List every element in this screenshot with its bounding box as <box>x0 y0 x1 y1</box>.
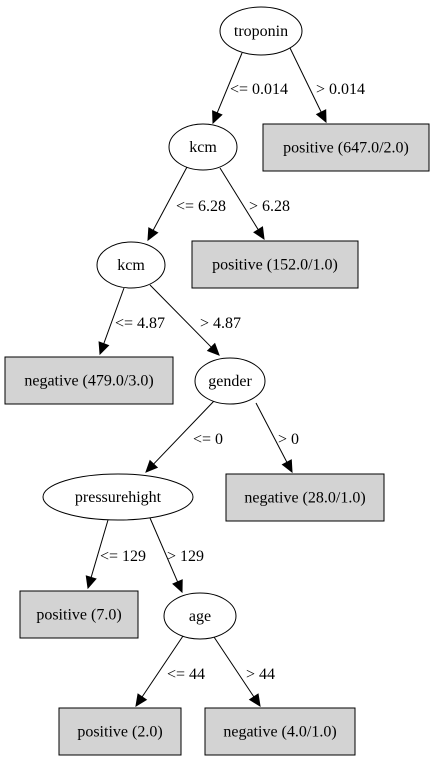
leaf-node-n_leaf_pos_152: positive (152.0/1.0) <box>191 240 359 289</box>
edge-label: <= 6.28 <box>176 198 226 215</box>
edge-e_kcm1_gt: > 6.28 <box>219 167 290 241</box>
edge-label: <= 129 <box>100 548 146 565</box>
leaf-node-n_leaf_pos_7: positive (7.0) <box>19 590 139 639</box>
edge-label: > 0.014 <box>316 81 365 98</box>
leaf-node-n_leaf_neg_28: negative (28.0/1.0) <box>225 473 385 522</box>
leaf-node-box <box>19 590 139 639</box>
edge-line <box>103 287 125 344</box>
leaf-node-label: negative (4.0/1.0) <box>223 724 336 741</box>
leaf-node-label: positive (2.0) <box>77 724 162 741</box>
edge-line <box>216 52 243 114</box>
edge-line <box>289 47 322 113</box>
leaf-node-n_leaf_pos_647: positive (647.0/2.0) <box>262 123 430 172</box>
arrow-head <box>135 693 148 707</box>
edge-line <box>141 635 184 698</box>
leaf-node-label: negative (479.0/3.0) <box>24 373 153 390</box>
edge-e_gender_gt: > 0 <box>255 402 299 474</box>
edge-e_troponin_le: <= 0.014 <box>212 52 288 125</box>
split-node-n_kcm2: kcm <box>96 241 166 289</box>
leaf-node-box <box>262 123 430 172</box>
edge-label: <= 0 <box>193 431 223 448</box>
edge-e_pressure_gt: > 129 <box>149 517 204 594</box>
edge-label: > 129 <box>167 548 204 565</box>
arrow-head <box>147 227 159 242</box>
split-node-ellipse <box>163 592 237 640</box>
split-node-label: troponin <box>234 23 288 40</box>
edge-line <box>213 636 255 698</box>
split-node-n_gender: gender <box>194 357 266 405</box>
edge-line <box>255 402 288 463</box>
edge-e_pressure_le: <= 129 <box>85 519 146 590</box>
leaf-node-label: negative (28.0/1.0) <box>244 490 365 507</box>
edge-e_kcm2_gt: > 4.87 <box>149 284 241 356</box>
arrow-head <box>281 459 293 474</box>
edge-e_troponin_gt: > 0.014 <box>289 47 365 124</box>
edge-label: <= 0.014 <box>230 81 288 98</box>
edge-line <box>219 167 259 230</box>
edge-label: <= 44 <box>167 666 205 683</box>
leaf-node-n_leaf_pos_2: positive (2.0) <box>58 707 182 756</box>
split-node-n_pressure: pressurehight <box>42 473 194 521</box>
leaf-node-n_leaf_neg_4: negative (4.0/1.0) <box>204 707 356 756</box>
edge-line <box>149 284 212 348</box>
arrow-head <box>85 575 97 590</box>
edge-label: > 4.87 <box>200 315 241 332</box>
edge-line <box>153 400 215 465</box>
split-node-label: gender <box>208 373 252 390</box>
leaf-node-box <box>225 473 385 522</box>
leaf-node-box <box>204 707 356 756</box>
split-node-ellipse <box>42 473 194 521</box>
edge-e_age_le: <= 44 <box>135 635 205 707</box>
split-node-label: kcm <box>189 139 217 156</box>
edge-e_kcm1_le: <= 6.28 <box>147 166 226 242</box>
edge-line <box>152 166 188 231</box>
split-node-label: pressurehight <box>75 489 162 506</box>
nodes-layer: troponin kcm positive (647.0/2.0) kcm positi… <box>4 6 430 756</box>
leaf-node-box <box>191 240 359 289</box>
edges-layer: <= 0.014 > 0.014 <= 6.28 > 6.28 <= 4.87 > 4.8… <box>85 47 365 708</box>
edge-label: > 6.28 <box>249 198 290 215</box>
arrow-head <box>253 226 265 241</box>
edge-e_kcm2_le: <= 4.87 <box>98 287 165 356</box>
split-node-ellipse <box>194 357 266 405</box>
arrow-head <box>248 693 261 708</box>
leaf-node-box <box>58 707 182 756</box>
split-node-label: kcm <box>117 257 145 274</box>
arrow-head <box>145 459 159 473</box>
arrow-head <box>98 341 110 356</box>
arrow-head <box>212 110 223 125</box>
edge-e_age_gt: > 44 <box>213 636 275 708</box>
split-node-label: age <box>189 608 211 625</box>
arrow-head <box>206 342 220 356</box>
arrow-head <box>315 109 327 124</box>
leaf-node-label: positive (152.0/1.0) <box>212 257 338 274</box>
split-node-n_troponin: troponin <box>219 6 303 56</box>
edge-line <box>90 519 109 578</box>
split-node-n_kcm1: kcm <box>168 123 238 171</box>
split-node-ellipse <box>96 241 166 289</box>
edge-label: <= 4.87 <box>115 315 165 332</box>
split-node-ellipse <box>219 6 303 56</box>
arrow-head <box>172 579 183 594</box>
leaf-node-label: positive (647.0/2.0) <box>283 140 409 157</box>
leaf-node-n_leaf_neg_479: negative (479.0/3.0) <box>4 356 174 405</box>
leaf-node-label: positive (7.0) <box>36 607 121 624</box>
leaf-node-box <box>4 356 174 405</box>
edge-label: > 44 <box>246 666 275 683</box>
edge-line <box>149 517 179 583</box>
split-node-n_age: age <box>163 592 237 640</box>
edge-e_gender_le: <= 0 <box>145 400 223 473</box>
edge-label: > 0 <box>278 431 299 448</box>
split-node-ellipse <box>168 123 238 171</box>
